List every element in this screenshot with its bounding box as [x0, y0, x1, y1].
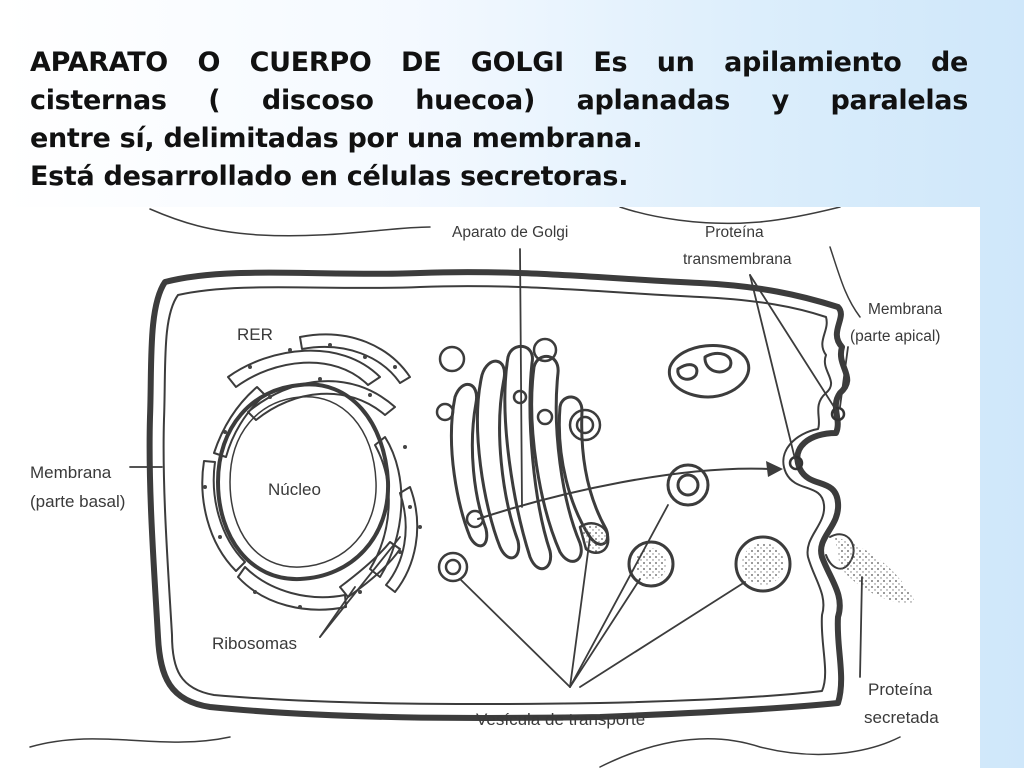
- cell-membrane-inner: [162, 285, 833, 706]
- transport-arrow: [477, 467, 771, 520]
- transport-arrow-head: [766, 461, 783, 477]
- transmembrane-protein: [830, 406, 846, 422]
- heading-line-4: Está desarrollado en células secretoras.: [30, 161, 629, 192]
- nucleus-envelope: [216, 382, 391, 582]
- label-rer: RER: [237, 325, 273, 344]
- leader-lines: [129, 248, 863, 688]
- label-apical-1: Membrana: [868, 301, 942, 318]
- golgi-vesicles: [435, 337, 610, 583]
- neighbor-cell-outline: [29, 207, 901, 768]
- rer-cisternae: [201, 333, 419, 611]
- slide-heading: APARATO O CUERPO DE GOLGI Es un apilamie…: [30, 44, 968, 196]
- label-secreted-2: secretada: [864, 708, 939, 727]
- ribosome-dots: [203, 343, 422, 609]
- secretory-vesicles: [627, 463, 792, 593]
- heading-line-2: cisternas ( discoso huecoa) aplanadas y …: [30, 85, 968, 116]
- label-nucleus: Núcleo: [268, 480, 321, 499]
- cell-diagram-svg: Aparato de Golgi Proteína transmembrana …: [29, 207, 942, 768]
- organelle-vacuole: [667, 344, 751, 399]
- transmembrane-protein-2: [788, 455, 804, 471]
- cell-membrane-outer: [146, 269, 851, 721]
- label-apical-2: (parte apical): [850, 328, 940, 345]
- label-ribosomes: Ribosomas: [212, 634, 297, 653]
- heading-line-1: APARATO O CUERPO DE GOLGI Es un apilamie…: [30, 47, 968, 78]
- label-basal-2: (parte basal): [30, 492, 125, 511]
- label-golgi: Aparato de Golgi: [452, 224, 568, 241]
- golgi-cell-diagram: Aparato de Golgi Proteína transmembrana …: [0, 207, 980, 768]
- nucleus-envelope-inner: [229, 396, 377, 568]
- label-protein-tm-2: transmembrana: [683, 251, 792, 268]
- label-secreted-1: Proteína: [868, 680, 933, 699]
- label-basal-1: Membrana: [30, 463, 112, 482]
- label-protein-tm-1: Proteína: [705, 224, 764, 241]
- secreted-protein-cloud: [835, 537, 915, 603]
- heading-line-3: entre sí, delimitadas por una membrana.: [30, 123, 643, 154]
- label-transport-vesicle: Vesícula de transporte: [476, 710, 645, 729]
